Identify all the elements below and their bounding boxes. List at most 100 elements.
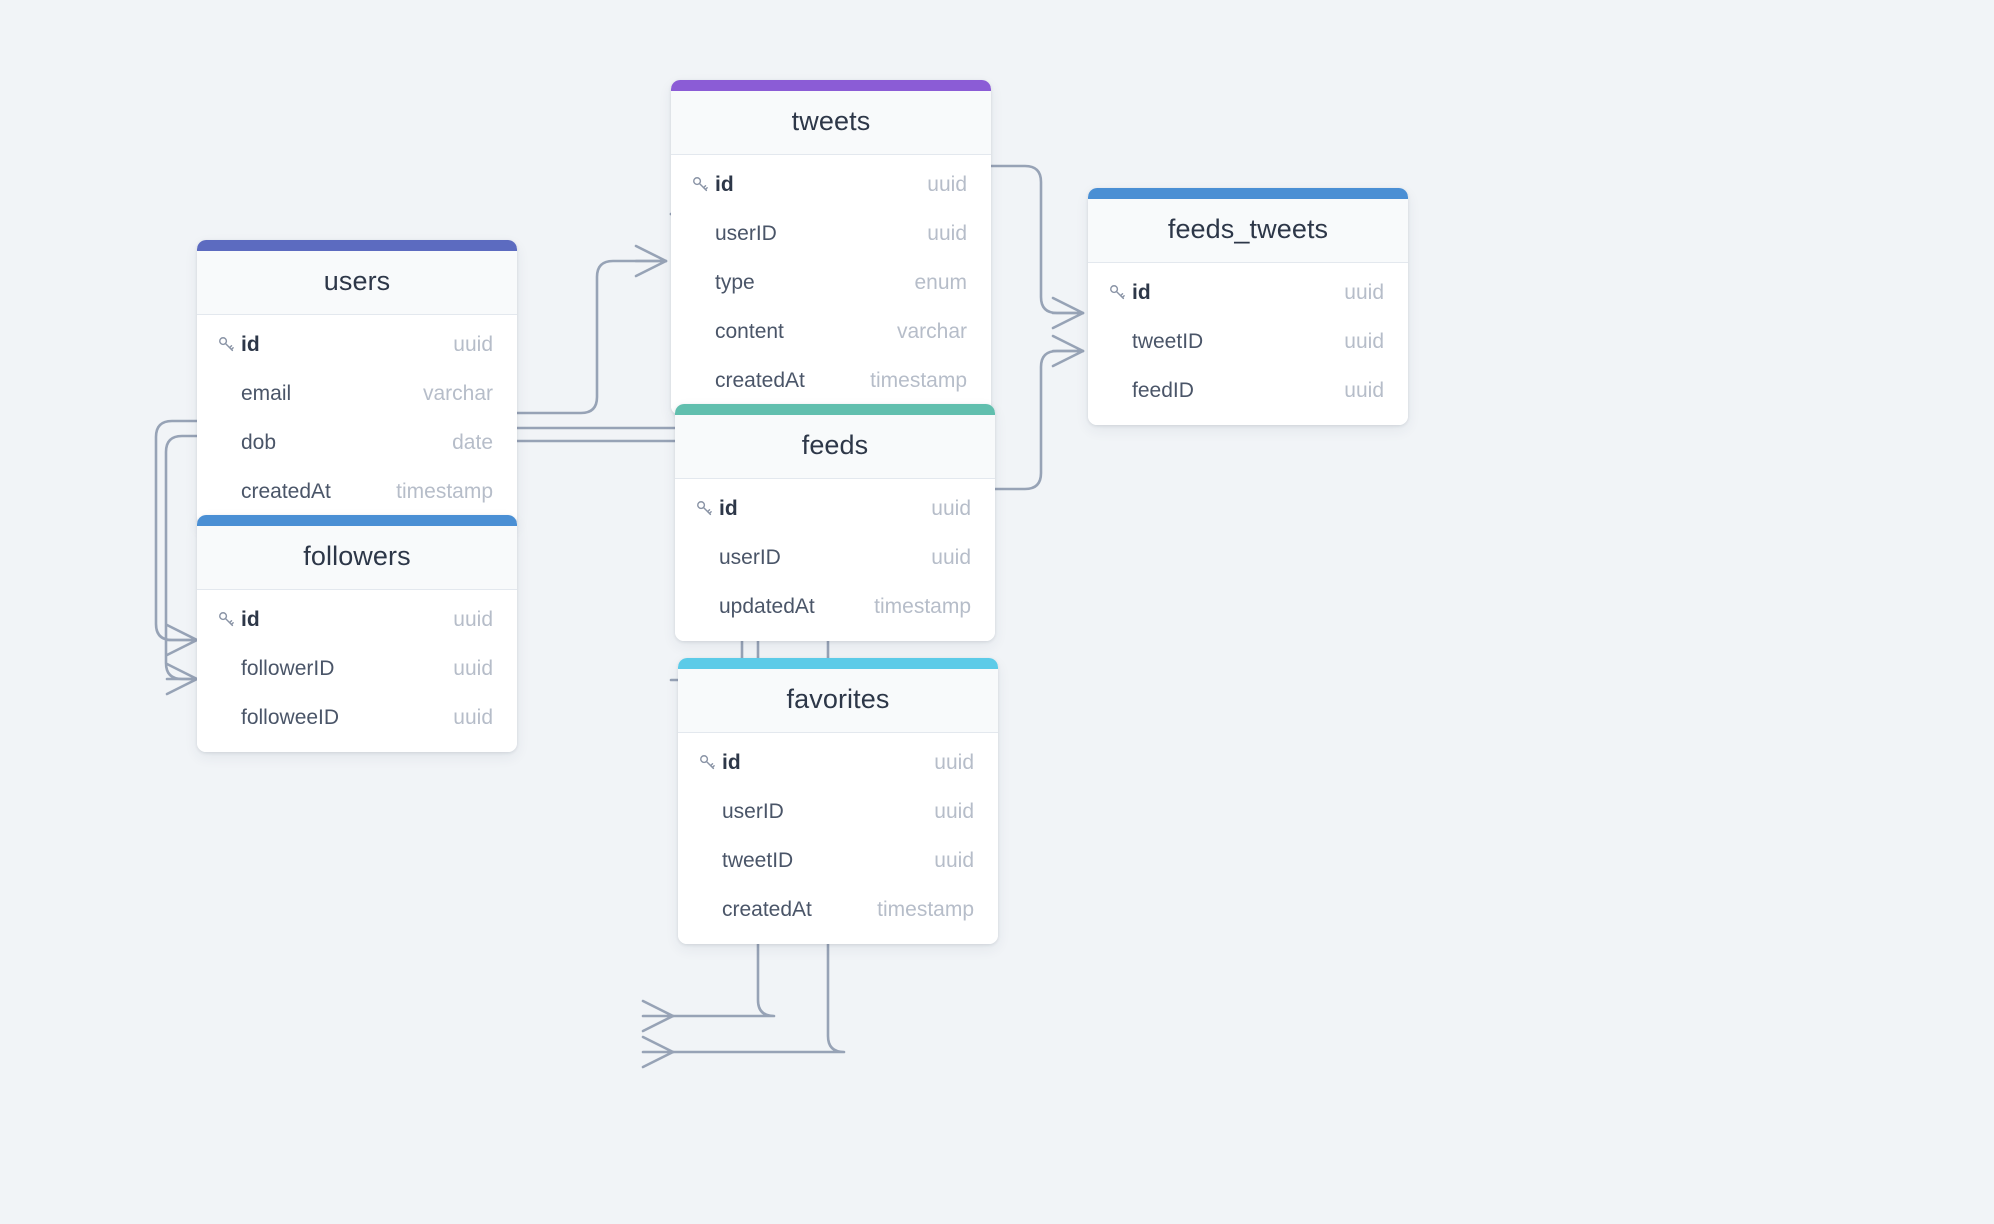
field-type-feeds_tweets-feedID: uuid (1344, 378, 1384, 402)
table-accent-bar-tweets (671, 80, 991, 91)
edge-feeds-feedstweets-feedid (993, 349, 1085, 491)
field-name-tweets-content: content (715, 319, 784, 343)
crowfoot-favorites-userid (641, 999, 675, 1033)
field-name-feeds-userID: userID (719, 545, 781, 569)
crowfoot-favorites-tweetid (641, 1035, 675, 1069)
table-accent-bar-favorites (678, 658, 998, 669)
edge-users-followers-followeeid (164, 434, 199, 681)
field-type-feeds-id: uuid (931, 496, 971, 520)
field-row-tweets-userID[interactable]: userID uuid (671, 209, 991, 258)
key-icon (691, 175, 715, 194)
field-row-feeds_tweets-tweetID[interactable]: tweetID uuid (1088, 317, 1408, 366)
edge-users-tweets-userid (515, 259, 668, 415)
field-type-users-email: varchar (422, 381, 493, 405)
field-row-followers-followerID[interactable]: followerID uuid (197, 644, 517, 693)
field-type-users-id: uuid (453, 332, 493, 356)
field-name-tweets-createdAt: createdAt (715, 368, 805, 392)
crowfoot-followers-followeeid (165, 662, 199, 696)
field-name-feeds_tweets-id: id (1132, 280, 1151, 304)
crowfoot-feedstweets-tweetid (1051, 296, 1085, 330)
table-fields-users: id uuid email varchar dob date createdAt timest… (197, 315, 517, 526)
key-icon (698, 753, 722, 772)
field-name-favorites-userID: userID (722, 799, 784, 823)
field-type-feeds-updatedAt: timestamp (874, 594, 971, 618)
field-name-users-id: id (241, 332, 260, 356)
field-row-favorites-userID[interactable]: userID uuid (678, 787, 998, 836)
field-name-users-createdAt: createdAt (241, 479, 331, 503)
field-type-tweets-content: varchar (896, 319, 967, 343)
field-type-users-dob: date (452, 430, 493, 454)
field-name-feeds_tweets-feedID: feedID (1132, 378, 1194, 402)
field-type-users-createdAt: timestamp (396, 479, 493, 503)
field-name-followers-followeeID: followeeID (241, 705, 340, 729)
table-title-tweets: tweets (671, 91, 991, 155)
field-row-users-email[interactable]: email varchar (197, 369, 517, 418)
field-name-favorites-id: id (722, 750, 741, 774)
edge-tweets-feedstweets-tweetid (989, 164, 1085, 315)
field-name-followers-followerID: followerID (241, 656, 335, 680)
field-row-users-id[interactable]: id uuid (197, 320, 517, 369)
table-card-followers[interactable]: followers id uuid followerID uuid followeeID u… (197, 515, 517, 752)
field-row-feeds_tweets-feedID[interactable]: feedID uuid (1088, 366, 1408, 415)
crowfoot-followers-followerid (165, 623, 199, 657)
field-type-tweets-type: enum (914, 270, 967, 294)
field-row-followers-followeeID[interactable]: followeeID uuid (197, 693, 517, 742)
key-icon (695, 499, 719, 518)
edge-users-followers-followerid (154, 419, 199, 642)
key-icon (1108, 283, 1132, 302)
table-fields-followers: id uuid followerID uuid followeeID uuid (197, 590, 517, 752)
key-icon (217, 335, 241, 354)
field-name-tweets-id: id (715, 172, 734, 196)
table-fields-feeds_tweets: id uuid tweetID uuid feedID uuid (1088, 263, 1408, 425)
field-type-feeds_tweets-id: uuid (1344, 280, 1384, 304)
field-type-tweets-userID: uuid (927, 221, 967, 245)
field-row-feeds-updatedAt[interactable]: updatedAt timestamp (675, 582, 995, 631)
field-row-feeds-userID[interactable]: userID uuid (675, 533, 995, 582)
crowfoot-tweets-userid (634, 244, 668, 278)
field-type-favorites-createdAt: timestamp (877, 897, 974, 921)
field-type-followers-followeeID: uuid (453, 705, 493, 729)
field-name-followers-id: id (241, 607, 260, 631)
crowfoot-feedstweets-feedid (1051, 334, 1085, 368)
field-name-tweets-userID: userID (715, 221, 777, 245)
field-name-feeds-updatedAt: updatedAt (719, 594, 815, 618)
table-title-favorites: favorites (678, 669, 998, 733)
field-name-feeds_tweets-tweetID: tweetID (1132, 329, 1204, 353)
field-type-followers-followerID: uuid (453, 656, 493, 680)
field-type-feeds_tweets-tweetID: uuid (1344, 329, 1384, 353)
field-row-feeds_tweets-id[interactable]: id uuid (1088, 268, 1408, 317)
field-type-favorites-id: uuid (934, 750, 974, 774)
field-name-users-email: email (241, 381, 292, 405)
table-title-followers: followers (197, 526, 517, 590)
table-title-feeds_tweets: feeds_tweets (1088, 199, 1408, 263)
field-row-users-dob[interactable]: dob date (197, 418, 517, 467)
field-name-users-dob: dob (241, 430, 277, 454)
field-row-favorites-id[interactable]: id uuid (678, 738, 998, 787)
field-type-feeds-userID: uuid (931, 545, 971, 569)
field-row-users-createdAt[interactable]: createdAt timestamp (197, 467, 517, 516)
field-row-feeds-id[interactable]: id uuid (675, 484, 995, 533)
field-row-followers-id[interactable]: id uuid (197, 595, 517, 644)
field-name-feeds-id: id (719, 496, 738, 520)
table-accent-bar-users (197, 240, 517, 251)
table-fields-feeds: id uuid userID uuid updatedAt timestamp (675, 479, 995, 641)
table-accent-bar-feeds_tweets (1088, 188, 1408, 199)
field-type-favorites-userID: uuid (934, 799, 974, 823)
field-type-followers-id: uuid (453, 607, 493, 631)
field-row-tweets-content[interactable]: content varchar (671, 307, 991, 356)
table-accent-bar-followers (197, 515, 517, 526)
field-name-favorites-tweetID: tweetID (722, 848, 794, 872)
